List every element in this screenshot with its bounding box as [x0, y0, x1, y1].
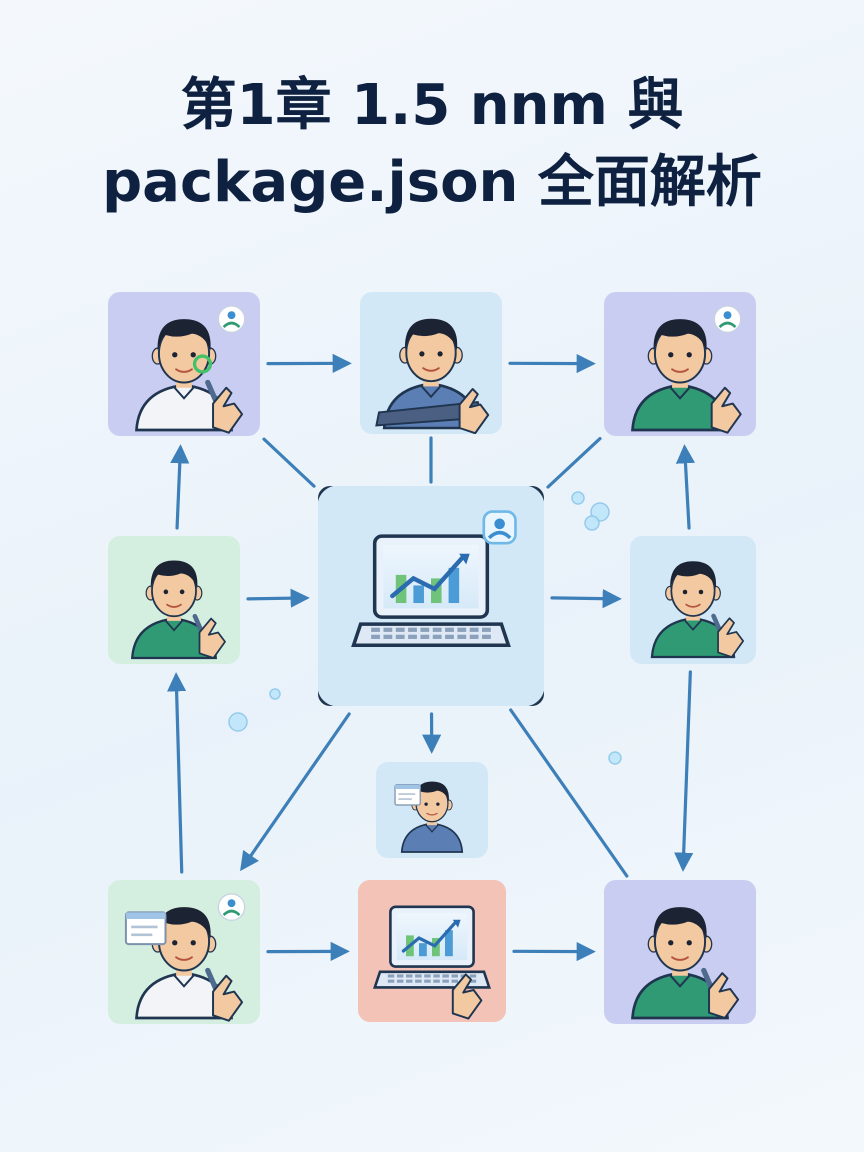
laptop-chart-icon: [351, 510, 517, 648]
connections: [166, 353, 696, 962]
nodes: [108, 292, 756, 1024]
person-tablet-icon: [375, 318, 490, 434]
connector-middle-right-to-top-right: [675, 444, 696, 530]
node-top-middle: [360, 292, 502, 434]
person-screen-icon: [394, 781, 464, 853]
bubble-decoration: [571, 491, 585, 505]
person-pen-icon: [650, 561, 745, 659]
laptop-chart-icon: [372, 905, 492, 1020]
person-touch-icon: [135, 305, 246, 434]
node-lower-middle: [376, 762, 488, 858]
connector-center-to-bottom-left: [240, 712, 351, 872]
person-pen-icon: [130, 560, 226, 660]
connector-middle-left-to-center: [246, 588, 310, 608]
node-center: [318, 486, 544, 706]
connector-middle-left-to-top-left: [170, 444, 190, 530]
node-top-right: [604, 292, 756, 436]
node-bottom-right: [604, 880, 756, 1024]
page-title-line-1: 第1章 1.5 nnm 與: [180, 73, 684, 138]
bubble-decoration: [608, 751, 622, 765]
bubble-decoration: [228, 712, 248, 732]
page-title-line-2: package.json 全面解析: [102, 150, 762, 215]
node-top-left: [108, 292, 260, 436]
node-middle-right: [630, 536, 756, 664]
decorations: [228, 491, 622, 765]
person-pen-icon: [631, 907, 740, 1020]
node-bottom-left: [108, 880, 260, 1024]
bubble-decoration: [584, 515, 600, 531]
node-middle-left: [108, 536, 240, 664]
connector-center-to-middle-right: [550, 589, 622, 609]
person-tap-icon: [631, 305, 742, 434]
connector-middle-right-to-bottom-right: [674, 670, 694, 872]
connector-bottom-left-to-middle-left: [166, 672, 187, 874]
bubble-decoration: [269, 688, 281, 700]
connector-center-to-bottom-right: [509, 708, 629, 878]
connector-center-to-top-left: [262, 437, 316, 488]
connector-center-to-top-right: [546, 436, 602, 489]
node-bottom-middle: [358, 880, 506, 1022]
person-window-icon: [124, 893, 246, 1022]
